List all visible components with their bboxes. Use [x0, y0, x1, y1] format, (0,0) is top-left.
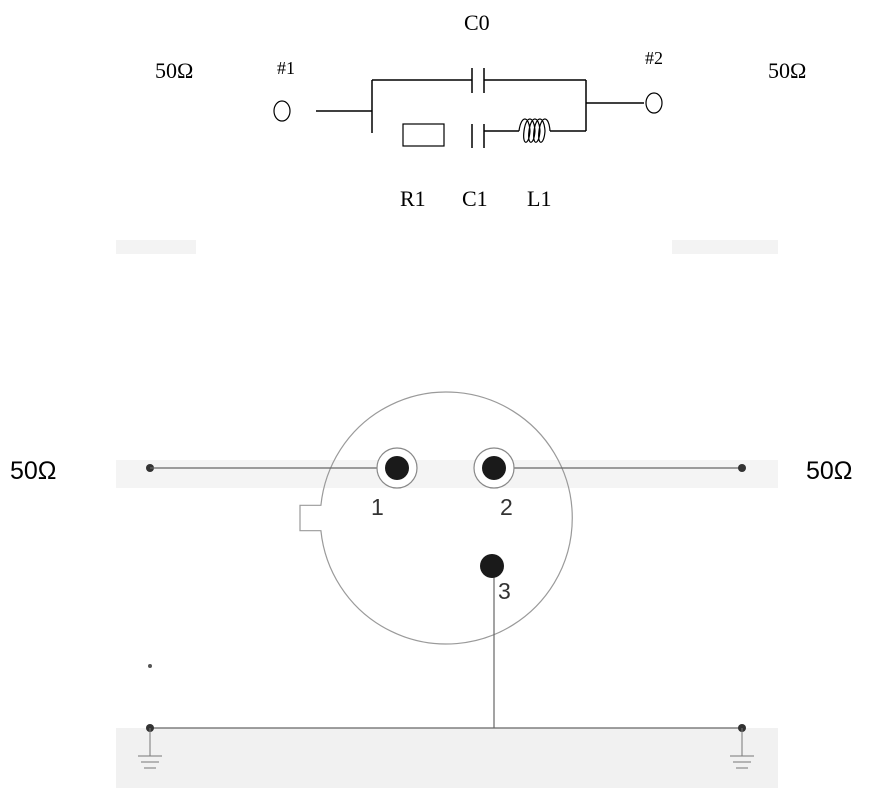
left-impedance-label-top: 50Ω	[155, 58, 193, 83]
c0-label: C0	[464, 10, 490, 35]
ground-symbol-left	[138, 728, 162, 769]
port2-terminal	[645, 92, 663, 114]
pin2-contact	[482, 456, 506, 480]
equivalent-circuit: C0 50Ω #1 #2 50Ω R1 C1 L1	[155, 10, 806, 211]
device-pinout: 50Ω 50Ω 1 2 3	[10, 391, 853, 769]
l1-inductor-symbol	[518, 118, 551, 143]
pin1-contact	[385, 456, 409, 480]
port2-label: #2	[645, 48, 663, 68]
background-bands	[116, 240, 778, 788]
pin3-contact	[480, 554, 504, 578]
l1-label: L1	[527, 186, 551, 211]
port1-terminal	[273, 100, 291, 122]
port1-label: #1	[277, 58, 295, 78]
left-stub-dot	[148, 664, 152, 668]
package-outline	[299, 391, 573, 645]
r1-resistor-symbol	[402, 123, 445, 147]
r1-label: R1	[400, 186, 426, 211]
ground-symbol-right	[730, 728, 754, 769]
c1-label: C1	[462, 186, 488, 211]
output-node-dot	[738, 464, 746, 472]
right-impedance-label-top: 50Ω	[768, 58, 806, 83]
left-impedance-label-bottom: 50Ω	[10, 457, 57, 485]
pin2-label: 2	[500, 494, 513, 520]
pin1-label: 1	[371, 494, 384, 520]
pin3-label: 3	[498, 578, 511, 604]
right-impedance-label-bottom: 50Ω	[806, 457, 853, 485]
